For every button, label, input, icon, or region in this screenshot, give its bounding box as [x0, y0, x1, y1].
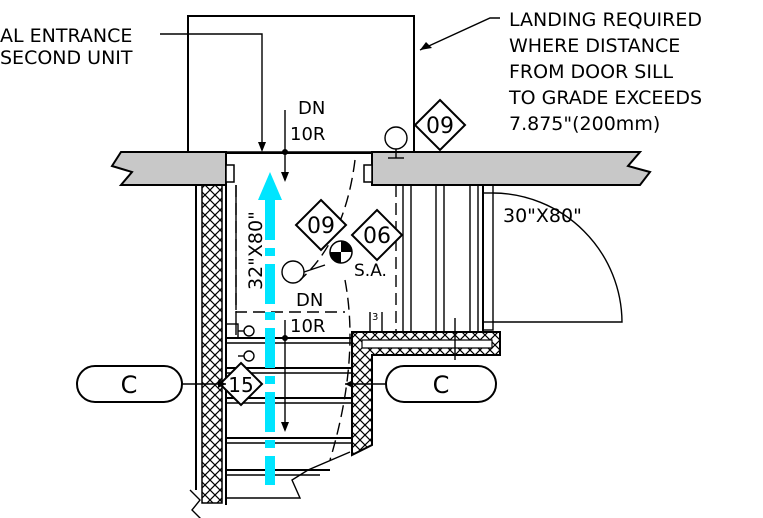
- door-size-left: 32"X80": [245, 211, 267, 290]
- switch-symbols: [225, 323, 255, 362]
- landing-leader: [419, 17, 500, 51]
- tag-09-middle-text: 09: [307, 214, 335, 239]
- direction-arrow: [258, 172, 282, 485]
- exterior-wall-right: [363, 151, 652, 186]
- circuit-number: 3: [372, 312, 378, 323]
- light-fixture-middle: [281, 260, 326, 284]
- circuit-tick: 3: [369, 312, 383, 332]
- tag-15: 15: [218, 361, 264, 407]
- tag-15-text: 15: [228, 373, 253, 397]
- stair-wall-left: [189, 184, 227, 518]
- landing-note-line4: TO GRADE EXCEEDS: [508, 87, 702, 109]
- tag-06-text: 06: [363, 224, 391, 249]
- down-arrow-bottom: [281, 320, 289, 432]
- landing-note-line1: LANDING REQUIRED: [509, 9, 702, 31]
- risers-label-bottom: 10R: [290, 316, 325, 337]
- tag-09-upper-text: 09: [426, 114, 454, 139]
- dn-label-top: DN: [298, 98, 325, 119]
- entrance-note-line1: AL ENTRANCE: [0, 25, 132, 47]
- landing-outline: [187, 15, 415, 154]
- risers-label-top: 10R: [290, 124, 325, 145]
- entrance-note-line2: SECOND UNIT: [0, 47, 133, 69]
- entrance-leader: [160, 33, 263, 150]
- smoke-alarm-symbol: [329, 240, 353, 264]
- door-swing-right: [482, 184, 623, 331]
- smoke-alarm-label: S.A.: [354, 261, 387, 281]
- section-marker-right: C: [345, 365, 497, 403]
- light-fixture-upper: [384, 126, 408, 159]
- landing-note-line3: FROM DOOR SILL: [509, 61, 674, 83]
- stair-treads: [226, 337, 352, 499]
- tag-06: 06: [350, 208, 404, 262]
- landing-note-line2: WHERE DISTANCE: [509, 35, 680, 57]
- posts: [395, 184, 484, 360]
- stair-wall-right: [351, 331, 501, 457]
- exterior-wall-left: [110, 151, 235, 186]
- dn-label-bottom: DN: [296, 290, 323, 311]
- tag-09-middle: 09: [294, 198, 348, 252]
- section-marker-left: C: [76, 365, 226, 403]
- door-size-right: 30"X80": [503, 205, 582, 227]
- tag-09-upper: 09: [413, 98, 467, 152]
- section-left-label: C: [121, 371, 138, 399]
- section-right-label: C: [433, 371, 450, 399]
- down-arrow-top: [281, 110, 289, 182]
- landing-note-line5: 7.875"(200mm): [509, 113, 660, 135]
